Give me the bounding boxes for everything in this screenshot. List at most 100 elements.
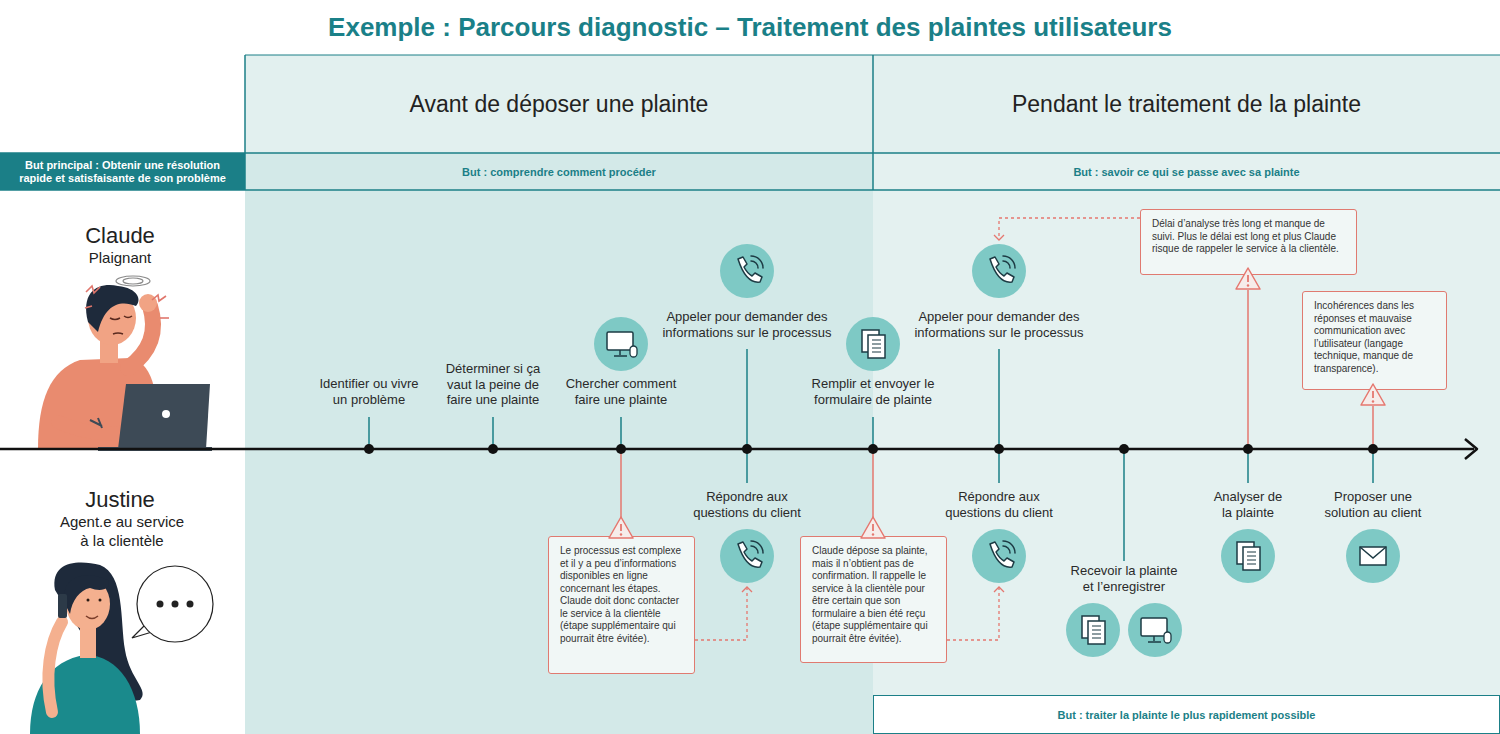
agent-illustration-part (64, 575, 109, 614)
document-icon (1066, 603, 1120, 657)
complainant-illustration-part (100, 335, 118, 363)
step-label: Remplir et envoyer le formulaire de plai… (808, 376, 938, 407)
grid-lines (0, 55, 1500, 190)
main-goal-band: But principal : Obtenir une résolution r… (0, 153, 245, 190)
phase-column-before (245, 153, 873, 734)
warning-triangle (1361, 384, 1385, 405)
document-icon-part (1066, 603, 1120, 657)
pain-point-stems (621, 290, 1373, 520)
step-label: Déterminer si ça vaut la peine de faire … (441, 361, 545, 408)
warning-triangle-part (620, 524, 622, 531)
agent-illustration-part (54, 563, 142, 701)
grid-line (872, 55, 874, 190)
document-icon (846, 317, 900, 371)
complainant-illustration-part (86, 285, 138, 332)
timeline-axis-part (1119, 444, 1129, 454)
computer-icon-part (630, 346, 637, 357)
complainant-illustration-part (58, 422, 124, 434)
document-icon-part (868, 335, 885, 358)
warning-triangle-part (1361, 384, 1385, 405)
complainant-illustration-part (98, 447, 212, 451)
timeline-axis-part (742, 444, 752, 454)
phase-header: Avant de déposer une plainte (245, 55, 873, 153)
timeline-axis-part (868, 444, 878, 454)
agent-illustration-part (58, 594, 67, 618)
step-label: Répondre aux questions du client (689, 489, 805, 520)
dashed-callback-arrows-part (947, 587, 999, 640)
step-label: Appeler pour demander des informations s… (656, 309, 838, 340)
node-text: Le processus est complexe et il y a peu … (560, 545, 683, 645)
warning-triangle-part (872, 524, 874, 531)
phone-icon (720, 244, 774, 298)
node-text: Avant de déposer une plainte (410, 91, 709, 118)
timeline-axis (0, 439, 1477, 459)
document-icon-part (1092, 626, 1101, 638)
step-label: Analyser de la plainte (1210, 489, 1286, 520)
step-label: Répondre aux questions du client (941, 489, 1057, 520)
document-icon-part (862, 330, 879, 352)
warning-triangle-part (1247, 275, 1249, 282)
complainant-illustration-part (128, 306, 153, 368)
phone-icon-part (972, 244, 1026, 298)
phase-header: Pendant le traitement de la plainte (873, 55, 1500, 153)
complainant-illustration-part (85, 306, 92, 308)
node-text: Incohérences dans les réponses et mauvai… (1314, 300, 1435, 375)
step-label: Proposer une solution au client (1320, 489, 1426, 520)
dashed-callback-arrows-part (994, 587, 1004, 592)
phase-goal-band: But : savoir ce qui se passe avec sa pla… (873, 153, 1500, 190)
phone-icon-part (751, 256, 763, 268)
computer-icon-part (614, 350, 627, 356)
timeline-axis-part (0, 448, 1474, 451)
warning-triangle (609, 517, 633, 538)
phone-icon-part (751, 541, 763, 553)
diagram-title: Exemple : Parcours diagnostic – Traiteme… (0, 0, 1500, 55)
timeline-stems-part (620, 417, 622, 449)
computer-icon-part (1164, 632, 1171, 643)
timeline-axis-part (616, 444, 626, 454)
envelope-icon (1346, 529, 1400, 583)
agent-illustration-part (30, 655, 140, 734)
timeline-stems-part (998, 349, 1000, 449)
timeline-stems-part (1247, 449, 1249, 483)
phone-icon-part (738, 542, 762, 567)
timeline-axis-part (1368, 444, 1378, 454)
dashed-callback-arrows-part (742, 587, 752, 592)
node-text: But : traiter la plainte le plus rapidem… (1058, 709, 1316, 721)
warning-triangle-part (1236, 268, 1260, 289)
dashed-callback-arrows-part (994, 235, 1004, 240)
agent-illustration (30, 563, 213, 734)
document-icon-part (846, 317, 900, 371)
node-text: But : comprendre comment procéder (462, 166, 656, 178)
pain-point-callout: Claude dépose sa plainte, mais il n’obti… (800, 536, 947, 663)
agent-illustration-part (80, 628, 96, 658)
step-label: Identifier ou vivre un problème (314, 376, 424, 407)
agent-illustration-part (132, 624, 152, 638)
grid-line (0, 152, 1500, 154)
timeline-axis-part (364, 444, 374, 454)
grid-line (244, 55, 246, 190)
timeline-stems-part (492, 417, 494, 449)
complainant-illustration-part (116, 276, 150, 286)
warning-triangle-part (1247, 284, 1249, 286)
complainant-illustration-part (110, 316, 132, 320)
phase-goal-band: But : comprendre comment procéder (245, 153, 873, 190)
document-icon-part (1237, 542, 1254, 564)
complainant-illustration-part (162, 410, 170, 418)
agent-illustration-part (187, 601, 194, 608)
document-icon-part (1221, 529, 1275, 583)
phone-icon-part (720, 529, 774, 583)
timeline-stems-part (746, 449, 748, 483)
agent-illustration-part (88, 599, 100, 602)
node-text: But principal : Obtenir une résolution r… (10, 159, 235, 185)
node-text: Claude dépose sa plainte, mais il n’obti… (812, 545, 935, 645)
step-label: Recevoir la plainte et l’enregistrer (1066, 563, 1182, 594)
pain-point-stems-part (620, 449, 622, 520)
complainant-illustration-part (38, 358, 158, 449)
phone-icon (720, 529, 774, 583)
agent-illustration-part (146, 624, 152, 632)
timeline-stems (369, 349, 1373, 561)
complainant-illustration-part (123, 278, 143, 284)
dashed-callback-arrows-part (999, 218, 1140, 240)
